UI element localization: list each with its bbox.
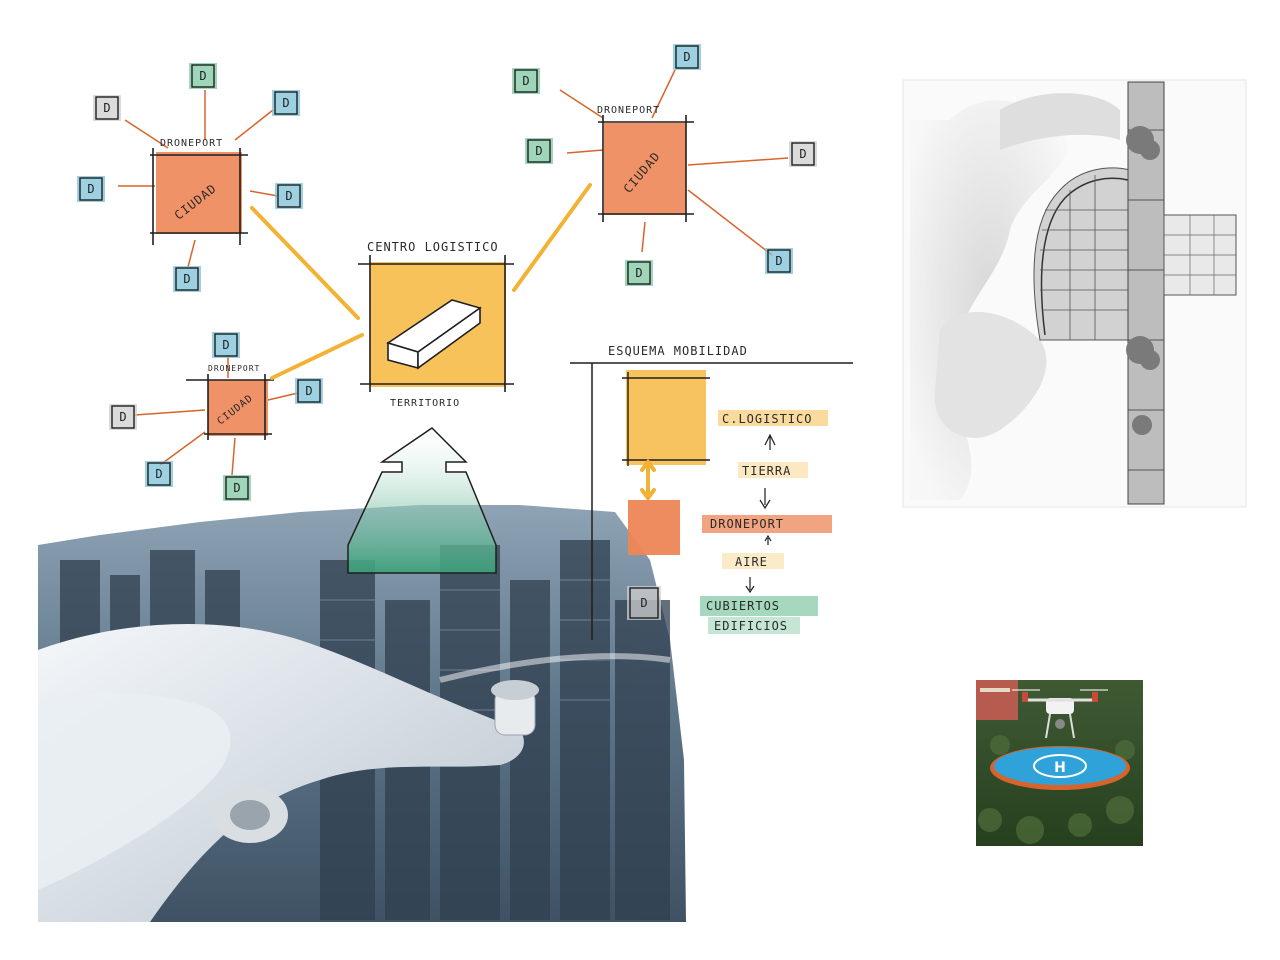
ciudad-block [604,123,686,215]
drone-node: D [145,461,173,487]
drone-node: D [627,586,661,620]
dome-section [1033,167,1131,341]
drone-node: D [765,248,793,274]
drone-node: D [295,378,323,404]
drone-node: D [189,63,217,89]
drone-node-label: D [282,96,289,110]
drone-node-label: D [640,596,647,610]
drone-node: D [109,404,137,430]
drone-node-label: D [305,384,312,398]
drone-nodes: D D D D D D D D D D D D D D D D D D [77,44,817,620]
city-cluster-top-right: DRONEPORT CIUDAD [559,69,789,256]
drone-in-photo [38,623,671,922]
drone-node-label: D [87,182,94,196]
tree-silhouettes [1126,126,1160,435]
quadcopter [1012,689,1108,739]
centro-logistico-label: CENTRO LOGISTICO [367,240,499,254]
ciudad-block [156,152,242,234]
city-cluster-bottom-left: DRONEPORT CIUDAD [134,355,299,476]
drone-node-label: D [285,189,292,203]
drone-node: D [93,95,121,121]
drone-node: D [673,44,701,70]
drone-node-label: D [199,69,206,83]
droneport-label: DRONEPORT [597,105,660,116]
drone-node-label: D [233,481,240,495]
drone-node-label: D [119,410,126,424]
drone-node: D [77,176,105,202]
legend-cubiertos: CUBIERTOS [706,599,780,613]
legend-aire: AIRE [735,555,768,569]
esquema-movilidad: ESQUEMA MOBILIDAD C.LOGISTICO TIERRA DRO… [570,344,853,640]
drone-node: D [275,183,303,209]
drone-node: D [212,332,240,358]
drone-node: D [525,138,553,164]
legend-edificios: EDIFICIOS [714,619,788,633]
legend-centro-square [626,370,706,465]
droneport-label: DRONEPORT [160,138,223,149]
legend-c-logistico: C.LOGISTICO [722,412,812,426]
drone-node-label: D [222,338,229,352]
legend-droneport: DRONEPORT [710,517,784,531]
drone-node: D [173,266,201,292]
drone-node-label: D [683,50,690,64]
drone-node-label: D [799,147,806,161]
drone-city-photo [38,505,686,922]
city-cluster-top-left: DRONEPORT CIUDAD [118,90,279,268]
drone-node: D [223,475,251,501]
drone-node: D [272,90,300,116]
droneport-label: DRONEPORT [208,364,260,373]
drone-node: D [625,260,653,286]
ciudad-block [208,380,268,436]
legend-droneport-square [628,500,680,555]
drone-node-label: D [635,266,642,280]
esquema-title: ESQUEMA MOBILIDAD [608,344,748,358]
centro-logistico: CENTRO LOGISTICO TERRITORIO [358,240,514,409]
drone-node-label: D [183,272,190,286]
drone-node: D [512,68,540,94]
drone-node: D [789,141,817,167]
legend-tierra: TIERRA [742,464,791,478]
architectural-section-drawing [902,79,1247,508]
drone-node-label: D [155,467,162,481]
drone-node-label: D [103,101,110,115]
logistics-connectors [250,183,592,380]
drone-node-label: D [775,254,782,268]
helipad-drone-photo: H [976,680,1143,846]
helipad-h-mark: H [1054,760,1066,776]
drone-node-label: D [535,144,542,158]
drone-node-label: D [522,74,529,88]
territorio-label: TERRITORIO [390,398,460,409]
upward-arrow [347,427,497,574]
warehouse-sketch [386,299,482,370]
